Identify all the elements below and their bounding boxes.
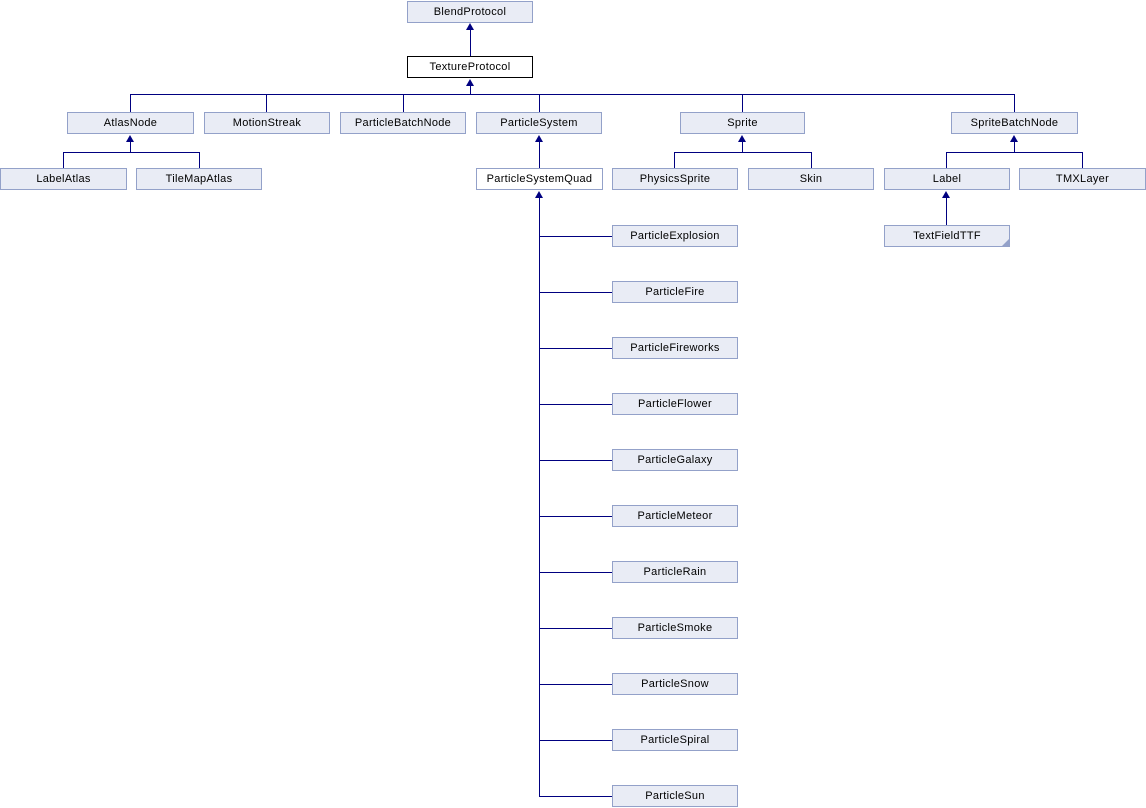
- class-node-tmxlayer[interactable]: TMXLayer: [1019, 168, 1146, 190]
- class-node-particlerain[interactable]: ParticleRain: [612, 561, 738, 583]
- class-node-blendprotocol[interactable]: BlendProtocol: [407, 1, 533, 23]
- class-node-particlebatchnode[interactable]: ParticleBatchNode: [340, 112, 466, 134]
- edge-line: [539, 348, 612, 349]
- edge-bus-line: [674, 152, 811, 153]
- edge-line: [539, 796, 612, 797]
- inheritance-arrowhead: [738, 135, 746, 142]
- edge-trunk-line: [539, 198, 540, 796]
- edge-line: [742, 142, 743, 152]
- inheritance-arrowhead: [466, 23, 474, 30]
- edge-line: [539, 572, 612, 573]
- class-node-particlefireworks[interactable]: ParticleFireworks: [612, 337, 738, 359]
- edge-line: [539, 460, 612, 461]
- edge-bus-line: [63, 152, 199, 153]
- edge-line: [946, 152, 947, 168]
- edge-line: [199, 152, 200, 168]
- edge-line: [539, 142, 540, 168]
- class-node-labelatlas[interactable]: LabelAtlas: [0, 168, 127, 190]
- class-node-label: TextFieldTTF: [913, 230, 981, 242]
- class-node-particlesmoke[interactable]: ParticleSmoke: [612, 617, 738, 639]
- edge-line: [130, 142, 131, 152]
- edge-line: [811, 152, 812, 168]
- edge-line: [470, 86, 471, 94]
- class-node-tilemapatlas[interactable]: TileMapAtlas: [136, 168, 262, 190]
- class-node-particlesystemquad[interactable]: ParticleSystemQuad: [476, 168, 603, 190]
- edge-line: [742, 94, 743, 112]
- edge-line: [1082, 152, 1083, 168]
- class-node-particlegalaxy[interactable]: ParticleGalaxy: [612, 449, 738, 471]
- edge-line: [539, 740, 612, 741]
- edge-line: [1014, 142, 1015, 152]
- class-node-particlespiral[interactable]: ParticleSpiral: [612, 729, 738, 751]
- inheritance-arrowhead: [1010, 135, 1018, 142]
- class-node-spritebatchnode[interactable]: SpriteBatchNode: [951, 112, 1078, 134]
- class-node-particleflower[interactable]: ParticleFlower: [612, 393, 738, 415]
- inheritance-arrowhead: [535, 191, 543, 198]
- inheritance-arrowhead: [126, 135, 134, 142]
- edge-line: [63, 152, 64, 168]
- class-node-skin[interactable]: Skin: [748, 168, 874, 190]
- inheritance-arrowhead: [466, 79, 474, 86]
- edge-line: [539, 292, 612, 293]
- inheritance-arrowhead: [942, 191, 950, 198]
- edge-line: [539, 94, 540, 112]
- class-node-physicssprite[interactable]: PhysicsSprite: [612, 168, 738, 190]
- class-node-particlefire[interactable]: ParticleFire: [612, 281, 738, 303]
- edge-line: [539, 628, 612, 629]
- edge-bus-line: [130, 94, 1015, 95]
- edge-line: [1014, 94, 1015, 112]
- edge-line: [539, 404, 612, 405]
- class-node-particlesun[interactable]: ParticleSun: [612, 785, 738, 807]
- class-node-label[interactable]: Label: [884, 168, 1010, 190]
- edge-line: [674, 152, 675, 168]
- class-node-motionstreak[interactable]: MotionStreak: [204, 112, 330, 134]
- inheritance-arrowhead: [535, 135, 543, 142]
- edge-line: [266, 94, 267, 112]
- class-node-particlesnow[interactable]: ParticleSnow: [612, 673, 738, 695]
- edge-line: [946, 198, 947, 225]
- edge-line: [130, 94, 131, 112]
- class-node-textfieldttf[interactable]: TextFieldTTF: [884, 225, 1010, 247]
- edge-line: [539, 516, 612, 517]
- class-node-atlasnode[interactable]: AtlasNode: [67, 112, 194, 134]
- edge-line: [470, 30, 471, 56]
- class-node-particlemeteor[interactable]: ParticleMeteor: [612, 505, 738, 527]
- class-node-particlesystem[interactable]: ParticleSystem: [476, 112, 602, 134]
- class-node-textureprotocol[interactable]: TextureProtocol: [407, 56, 533, 78]
- edge-line: [539, 236, 612, 237]
- folded-corner-icon: [1002, 239, 1009, 246]
- edge-line: [403, 94, 404, 112]
- edge-bus-line: [946, 152, 1082, 153]
- class-node-sprite[interactable]: Sprite: [680, 112, 805, 134]
- edge-line: [539, 684, 612, 685]
- class-node-particleexplosion[interactable]: ParticleExplosion: [612, 225, 738, 247]
